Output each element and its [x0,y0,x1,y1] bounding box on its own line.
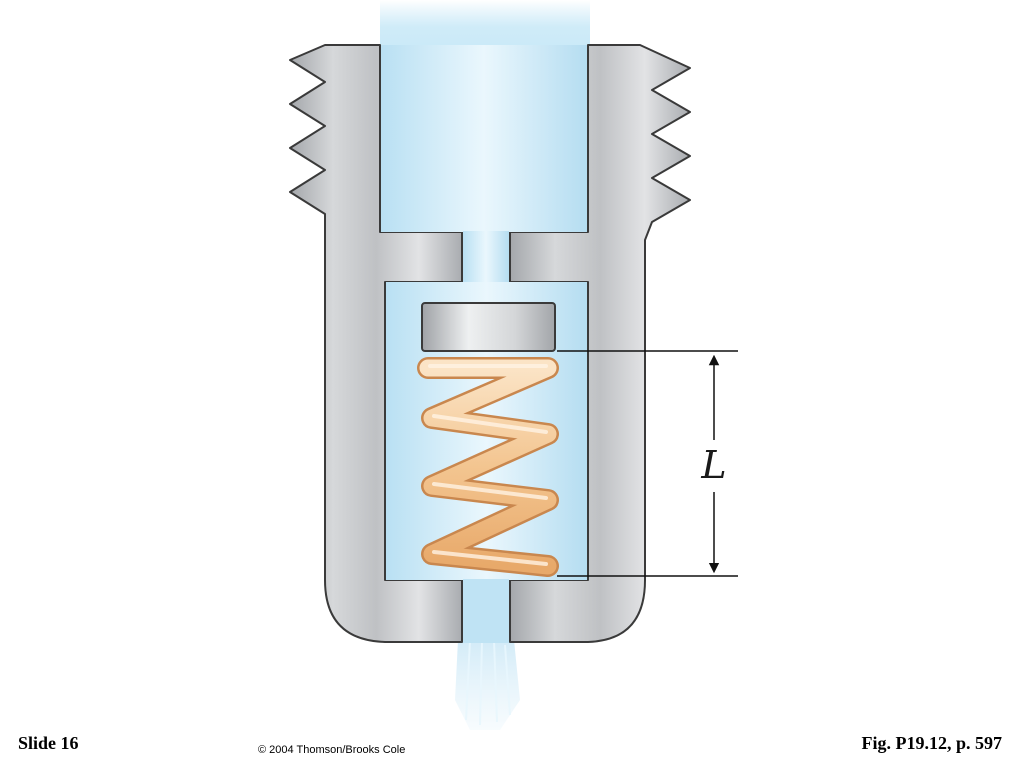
outlet-liquid [463,579,509,643]
jet-streaks [465,639,511,726]
slide-number: Slide 16 [18,733,79,753]
neck-liquid [463,231,509,283]
figure-reference: Fig. P19.12, p. 597 [861,733,1002,753]
copyright-notice: © 2004 Thomson/Brooks Cole [258,744,406,756]
dimension-label-L: L [700,443,726,487]
spring [417,357,559,577]
piston-disk [421,302,556,352]
upper-channel-liquid [381,45,587,232]
